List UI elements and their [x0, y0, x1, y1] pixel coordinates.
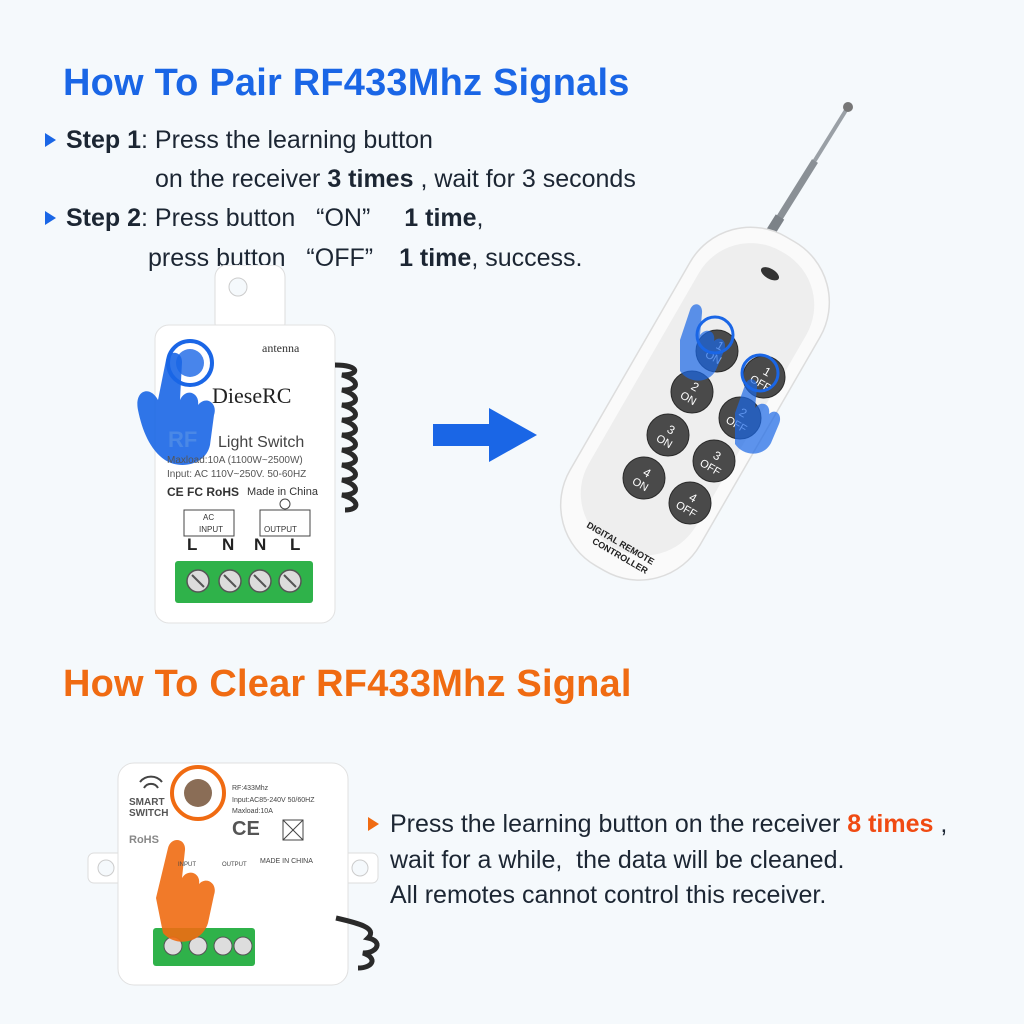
clear-line3: All remotes cannot control this receiver… — [390, 881, 827, 909]
rohs-mark: RoHS — [129, 834, 159, 846]
remote-button-4-on[interactable]: 4ON — [622, 456, 666, 500]
rf-mark: RF — [168, 427, 197, 452]
ce-mark: CE — [232, 818, 260, 840]
input-label-2: INPUT — [178, 862, 196, 868]
switch-label: SWITCH — [129, 808, 169, 819]
input-label: INPUT — [199, 525, 223, 534]
bullet-arrow-icon — [368, 817, 379, 831]
step2-text-b: , — [476, 204, 484, 232]
clear-title: How To Clear RF433Mhz Signal — [63, 663, 632, 705]
made-in-label-2: MADE IN CHINA — [260, 858, 313, 865]
ac-label: AC — [203, 513, 215, 522]
right-arrow-icon — [433, 408, 537, 462]
step1-text-c: , wait for 3 seconds — [413, 165, 636, 193]
step2-bold-b: 1 time — [399, 244, 472, 272]
pair-title: How To Pair RF433Mhz Signals — [63, 62, 630, 104]
step2-text-c: press button “OFF” — [148, 244, 374, 272]
clear-text-a: Press the learning button on the receive… — [390, 810, 848, 838]
step2-text-d: , success. — [471, 244, 583, 272]
maxload-label: Maxload:10A (1100W~2500W) — [167, 455, 303, 466]
product-label: Light Switch — [218, 434, 305, 451]
terminal-label: L — [187, 535, 198, 554]
antenna-label: antenna — [262, 341, 300, 355]
clear-text-b: , — [933, 810, 948, 838]
output-label: OUTPUT — [264, 525, 297, 534]
step2-line2: press button “OFF” 1 time, success. — [148, 244, 582, 273]
remote-button-3-on[interactable]: 3ON — [646, 413, 690, 457]
made-in-label: Made in China — [247, 486, 318, 498]
terminal-label: N — [254, 535, 267, 554]
step2-text: : Press button “ON” — [141, 204, 371, 232]
step2-bold-a: 1 time — [404, 204, 477, 232]
cert-marks: CE FC RoHS — [167, 485, 239, 499]
rf-freq-label: RF:433Mhz — [232, 785, 269, 792]
terminal-label: L — [290, 535, 301, 554]
bullet-arrow-icon — [45, 133, 56, 147]
step1-text: : Press the learning button — [141, 126, 433, 154]
clear-line1: Press the learning button on the receive… — [390, 810, 947, 839]
input-spec-label: Input: AC 110V~250V. 50-60HZ — [167, 469, 307, 480]
output-label-2: OUTPUT — [222, 862, 247, 868]
step1-line2: on the receiver 3 times , wait for 3 sec… — [155, 165, 636, 194]
step1-bold: 3 times — [327, 165, 414, 193]
bullet-arrow-icon — [45, 211, 56, 225]
input-spec-label-2: Input:AC85-240V 50/60HZ — [232, 797, 315, 804]
step1-line: Step 1: Press the learning button — [66, 126, 433, 155]
step1-text-b: on the receiver — [155, 165, 328, 193]
brand-label: DieseRC — [212, 383, 292, 408]
terminal-label: N — [222, 535, 235, 554]
step1-label: Step 1 — [66, 126, 142, 154]
smart-label: SMART — [129, 797, 165, 808]
receiver-device-image: RF — [137, 265, 359, 624]
receiver-device-image-2 — [87, 762, 380, 986]
step2-label: Step 2 — [66, 204, 142, 232]
remote-button-2-on[interactable]: 2ON — [670, 370, 714, 414]
remote-control-image: 1ON1OFF2ON2OFF3ON3OFF4ON4OFF — [559, 102, 853, 581]
clear-highlight: 8 times — [847, 810, 934, 838]
step2-line: Step 2: Press button “ON” 1 time, — [66, 204, 484, 233]
maxload-label-2: Maxload:10A — [232, 808, 273, 815]
clear-line2: wait for a while, the data will be clean… — [390, 846, 845, 874]
